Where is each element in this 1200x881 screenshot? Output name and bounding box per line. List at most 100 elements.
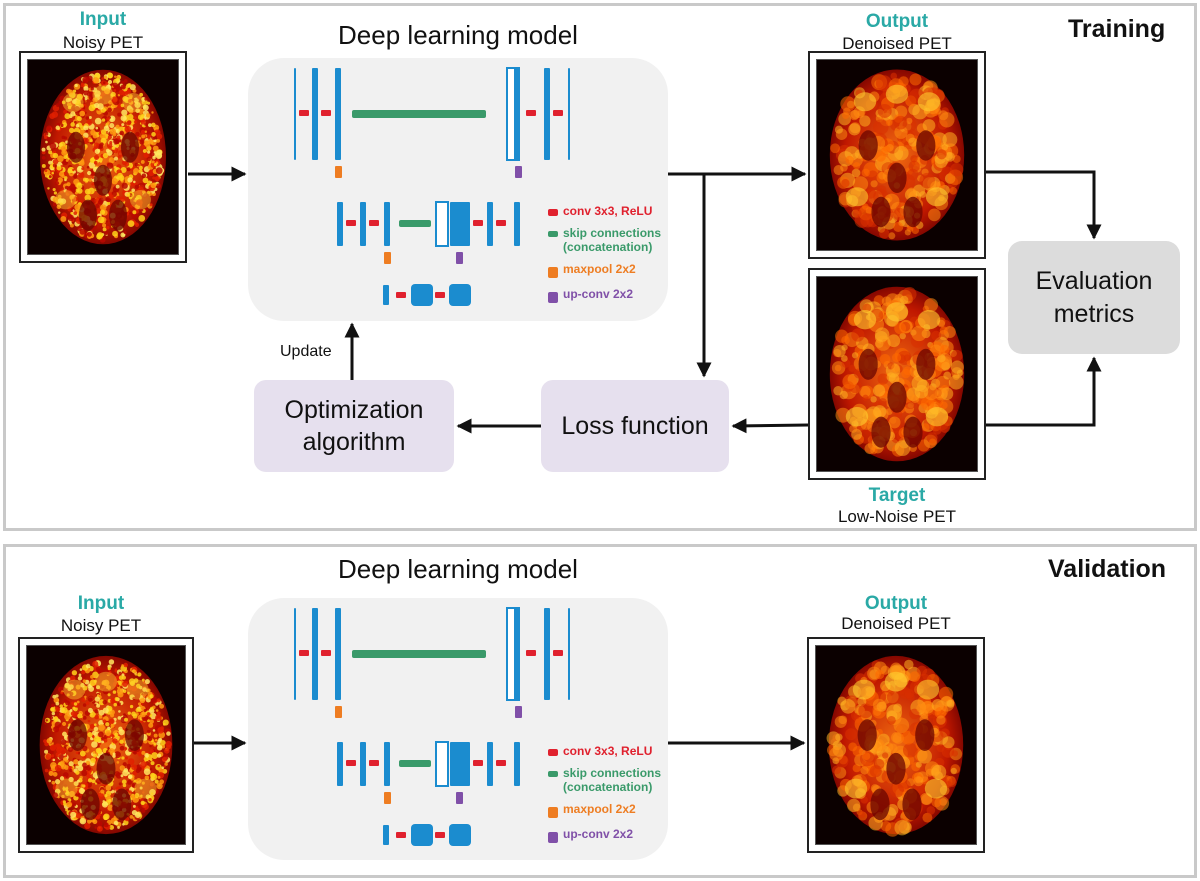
brain-speckle (904, 229, 911, 236)
brain-speckle (893, 717, 910, 734)
brain-speckle (114, 669, 118, 673)
brain-speckle (940, 401, 948, 410)
brain-speckle (128, 774, 133, 779)
brain-speckle (81, 670, 86, 675)
brain-speckle (121, 182, 128, 189)
training-model-title: Deep learning model (338, 20, 578, 50)
brain-speckle (164, 748, 170, 754)
brain-speckle (62, 187, 65, 191)
brain-speckle (128, 790, 132, 794)
enc2-bar-a (337, 742, 343, 786)
brain-ventricle (870, 788, 890, 821)
brain-hotspot (885, 84, 909, 104)
brain-speckle (149, 788, 156, 796)
brain-pet-scan-image (39, 655, 173, 835)
brain-speckle (110, 723, 115, 728)
maxpool-2 (384, 252, 391, 264)
brain-speckle (82, 703, 87, 707)
brain-speckle (870, 396, 877, 403)
brain-speckle (127, 113, 134, 120)
brain-speckle (87, 170, 92, 176)
brain-hotspot (916, 679, 940, 700)
brain-speckle (833, 344, 846, 358)
brain-ventricle (916, 130, 936, 161)
brain-speckle (66, 801, 73, 808)
brain-speckle (122, 96, 128, 102)
brain-speckle (79, 106, 83, 110)
brain-speckle (115, 772, 123, 779)
brain-speckle (82, 762, 87, 768)
brain-speckle (79, 668, 83, 671)
brain-speckle (852, 746, 863, 757)
brain-speckle (149, 745, 152, 748)
brain-speckle (45, 132, 49, 136)
brain-speckle (138, 188, 142, 192)
brain-speckle (128, 211, 132, 215)
brain-speckle (62, 731, 67, 737)
brain-speckle (120, 115, 127, 122)
brain-speckle (60, 691, 64, 695)
brain-speckle (104, 88, 111, 95)
brain-speckle (86, 819, 92, 824)
brain-speckle (51, 703, 55, 708)
brain-speckle (888, 373, 900, 384)
brain-speckle (54, 180, 60, 186)
brain-speckle (121, 123, 125, 127)
brain-speckle (901, 368, 911, 379)
brain-speckle (841, 179, 850, 188)
brain-speckle (150, 161, 157, 168)
brain-speckle (143, 709, 147, 713)
brain-hotspot (844, 778, 868, 799)
brain-speckle (107, 666, 111, 671)
bottleneck-bar-b (411, 824, 433, 846)
brain-speckle (94, 90, 101, 97)
brain-hotspot (852, 679, 876, 700)
validation-input-sublabel: Noisy PET (60, 616, 142, 635)
brain-speckle (93, 753, 97, 758)
brain-speckle (139, 92, 144, 97)
brain-speckle (64, 176, 68, 180)
brain-pet-scan-image (829, 286, 965, 462)
brain-speckle (90, 757, 96, 763)
legend-upconv: up-conv 2x2 (548, 287, 633, 303)
brain-speckle (879, 353, 891, 365)
brain-speckle (161, 766, 165, 769)
brain-speckle (837, 696, 847, 706)
brain-speckle (903, 354, 911, 362)
brain-speckle (95, 126, 99, 130)
legend-skip: skip connections (concatenation) (548, 766, 661, 795)
brain-speckle (57, 795, 60, 799)
brain-speckle (116, 760, 120, 764)
brain-speckle (152, 176, 156, 180)
loss-function-label: Loss function (561, 411, 709, 440)
dec2-bar-b (487, 202, 493, 246)
brain-hotspot (63, 679, 86, 700)
brain-speckle (151, 132, 156, 137)
upconv-1 (515, 166, 522, 178)
dec1-bar-a (514, 68, 520, 160)
brain-speckle (141, 807, 145, 811)
brain-speckle (93, 736, 100, 743)
brain-speckle (120, 103, 125, 108)
brain-speckle (133, 167, 140, 175)
brain-ventricle (915, 719, 935, 751)
brain-pet-scan-image (826, 655, 964, 837)
dec2-bar-c (514, 742, 520, 786)
brain-speckle (936, 149, 947, 160)
enc1-bar-a (312, 608, 318, 700)
training-target-image (808, 268, 986, 480)
brain-speckle (83, 766, 88, 771)
maxpool-1 (335, 166, 342, 178)
brain-speckle (58, 211, 61, 214)
brain-speckle (946, 699, 955, 708)
brain-speckle (53, 716, 59, 722)
brain-speckle (127, 691, 130, 695)
legend-maxpool-text: maxpool 2x2 (563, 802, 636, 816)
brain-speckle (91, 176, 95, 179)
brain-speckle (53, 725, 60, 733)
dec1-conv-a (526, 110, 536, 116)
brain-speckle (144, 775, 150, 780)
bottleneck-conv-b (435, 292, 445, 298)
optimization-algorithm-box: Optimization algorithm (254, 380, 454, 472)
